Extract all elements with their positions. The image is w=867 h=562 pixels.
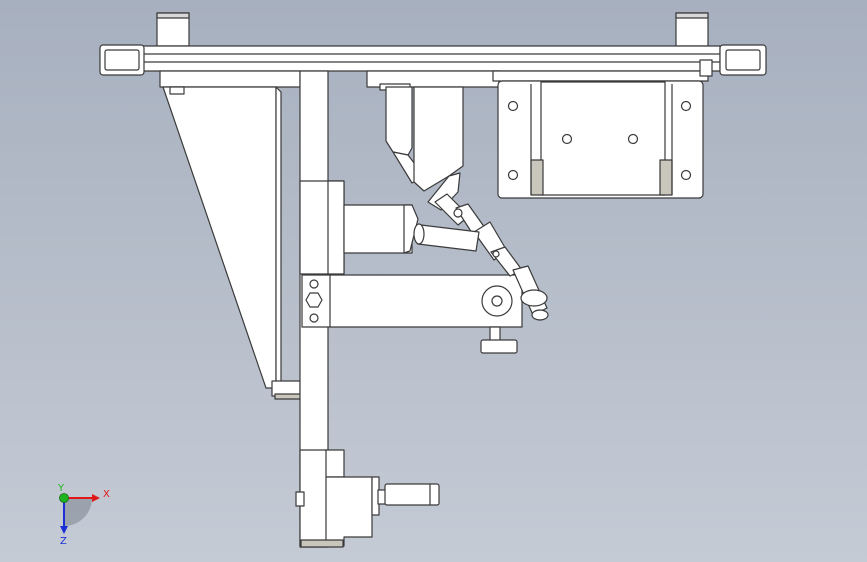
mount-hole-center-right	[627, 133, 639, 145]
y-axis-label: Y	[57, 483, 65, 494]
left-top-post	[156, 12, 190, 47]
z-axis-label: Z	[60, 536, 67, 547]
x-axis-arrow	[92, 494, 100, 502]
bolt-hole-lower	[309, 313, 319, 323]
right-beam-end-block	[719, 44, 767, 76]
clamp-pivot-pin	[481, 285, 513, 317]
triad-shadow	[64, 498, 92, 526]
left-gusset-bracket	[159, 70, 302, 400]
top-mounting-beam	[142, 45, 721, 72]
upper-horizontal-arm	[343, 204, 419, 254]
center-hopper-bracket	[366, 70, 500, 211]
toggle-clamp-cylinder	[413, 223, 480, 252]
right-top-post	[675, 12, 709, 47]
mount-hole-bottom-left	[507, 169, 519, 181]
pressure-pad-bolt	[480, 326, 518, 354]
mount-hole-top-right	[680, 100, 692, 112]
mount-hole-bottom-right	[680, 169, 692, 181]
right-mounting-plate	[492, 59, 713, 199]
mount-hole-center-left	[561, 133, 573, 145]
mount-hole-top-left	[507, 100, 519, 112]
clamp-handle-tip	[512, 265, 549, 321]
hex-nut	[305, 292, 323, 308]
view-orientation-triad[interactable]: X Y Z	[57, 483, 110, 547]
z-axis-arrow	[60, 526, 68, 534]
lower-base-block	[295, 449, 380, 548]
toggle-clamp-linkage	[434, 193, 523, 277]
y-axis-dot	[59, 493, 69, 503]
left-beam-end-block	[99, 44, 145, 76]
lower-locating-pin	[377, 483, 440, 506]
x-axis-label: X	[103, 489, 110, 500]
bolt-hole-upper	[309, 279, 319, 289]
